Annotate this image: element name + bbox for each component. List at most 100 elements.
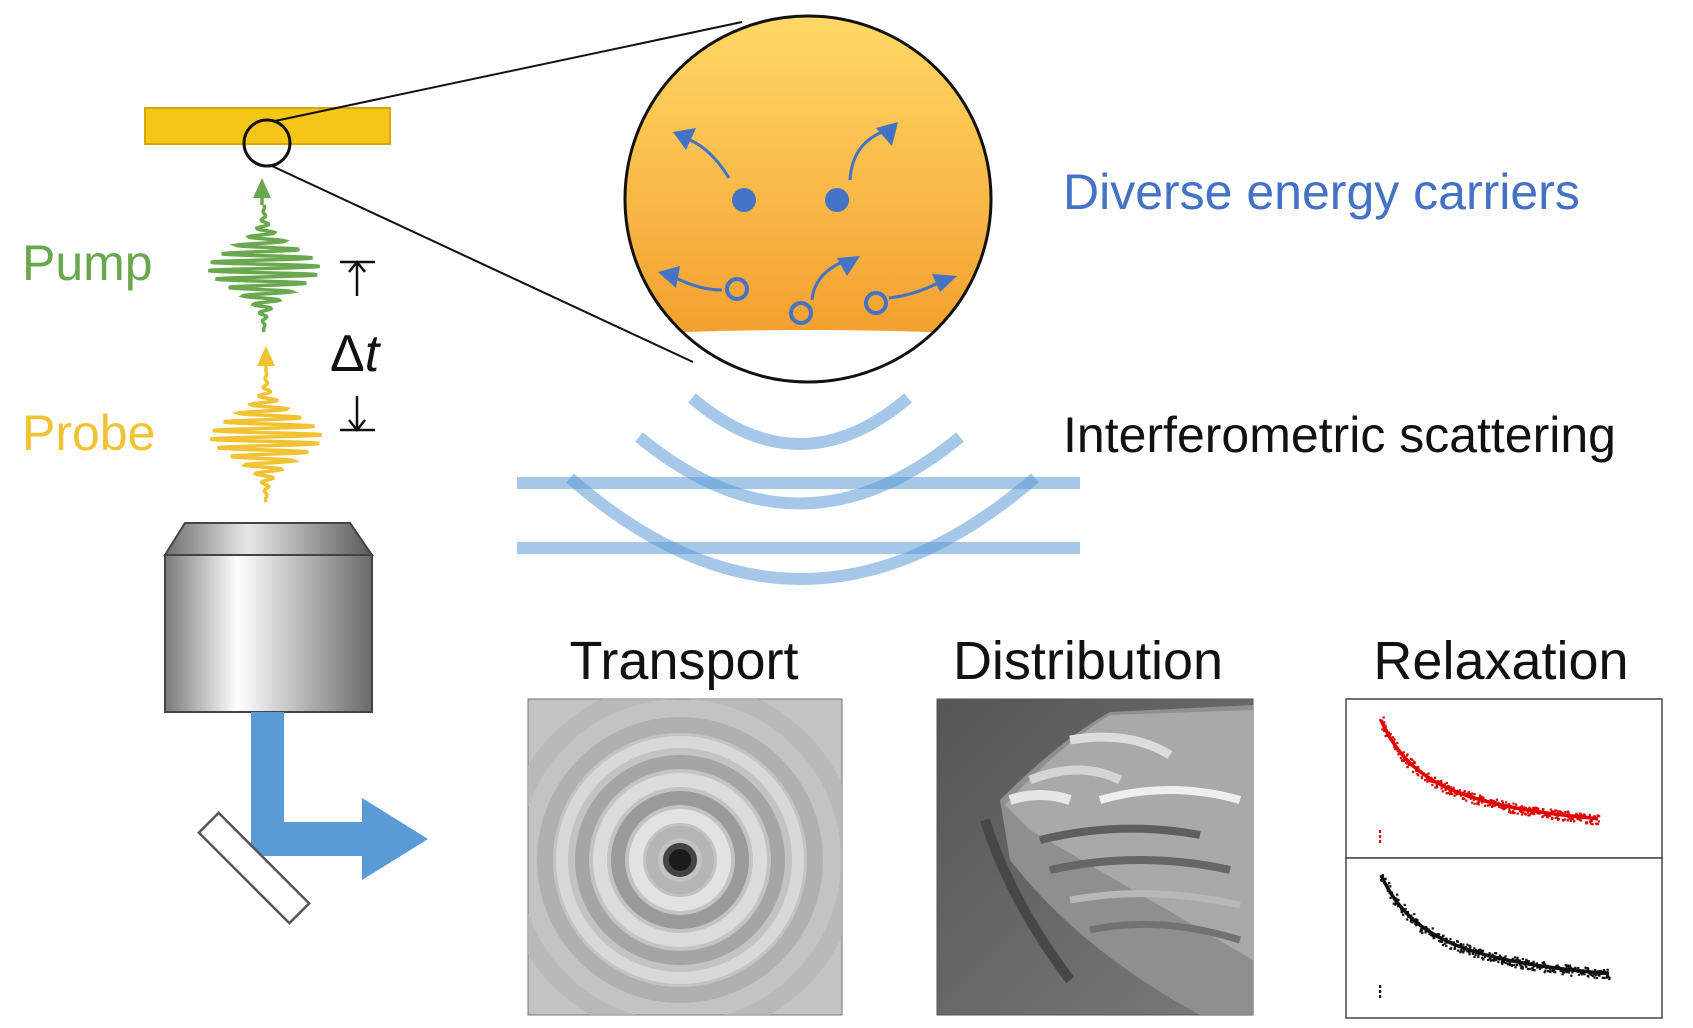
- scatter-point: [1512, 810, 1515, 813]
- scatter-point: [1567, 965, 1570, 968]
- objective-icon: [163, 522, 374, 713]
- scatter-point: [1457, 949, 1460, 952]
- scatter-point: [1493, 959, 1496, 962]
- scatter-point: [1508, 963, 1511, 967]
- scatter-point: [1528, 967, 1531, 970]
- scatter-point: [1472, 798, 1475, 801]
- scatter-point: [1431, 783, 1434, 787]
- scatter-point: [1489, 959, 1492, 962]
- scatter-point: [1417, 774, 1420, 777]
- scatter-point: [1460, 948, 1463, 952]
- scatter-point: [1591, 823, 1594, 826]
- scatter-point: [1508, 808, 1511, 811]
- scatter-point: [1489, 799, 1492, 802]
- scatter-point: [1495, 958, 1498, 961]
- scatter-point: [1544, 963, 1547, 966]
- scatter-point: [1392, 902, 1395, 905]
- scatter-point: [1525, 965, 1528, 969]
- scatter-point: [1449, 947, 1452, 950]
- scatter-point: [1406, 918, 1409, 921]
- scatter-point: [1389, 885, 1392, 888]
- scatter-point: [1380, 879, 1383, 882]
- scatter-point: [1462, 951, 1465, 954]
- scatter-point: [1402, 758, 1405, 761]
- scatter-point: [1482, 796, 1485, 799]
- electron-dot: [732, 188, 756, 212]
- scatter-point: [1577, 967, 1580, 970]
- scatter-point: [1533, 812, 1536, 816]
- scatter-point: [1406, 765, 1409, 768]
- scatter-point: [1417, 766, 1420, 769]
- iscat-label: Interferometric scattering: [1063, 407, 1616, 463]
- scatter-point: [1409, 757, 1412, 761]
- scatter-point: [1506, 962, 1509, 965]
- scatter-point: [1546, 970, 1550, 973]
- scatter-point: [1434, 786, 1437, 789]
- scatter-point: [1564, 811, 1567, 814]
- scatter-point: [1515, 964, 1519, 967]
- scatter-point: [1532, 960, 1535, 963]
- scatter-point: [1598, 969, 1601, 973]
- scatter-point: [1477, 803, 1480, 806]
- relaxation-black-fit: [1379, 874, 1610, 976]
- scatter-point: [1603, 976, 1606, 979]
- mirror-icon: [197, 811, 311, 925]
- zoom-spot: [242, 118, 292, 168]
- scatter-point: [1445, 781, 1448, 785]
- scatter-point: [1394, 748, 1397, 751]
- scatter-point: [1547, 814, 1550, 817]
- scatter-point: [1429, 933, 1432, 937]
- scatter-point: [1440, 781, 1443, 784]
- scatter-point: [1531, 969, 1534, 972]
- scatter-point: [1564, 818, 1567, 821]
- scatter-point: [1469, 945, 1472, 948]
- scatter-point: [1471, 952, 1474, 955]
- delay-symbol: Δ: [330, 325, 365, 383]
- scatter-point: [1597, 814, 1600, 818]
- scatter-point: [1453, 947, 1456, 950]
- scatter-point: [1453, 794, 1456, 797]
- scatter-point: [1452, 786, 1455, 789]
- scatter-point: [1606, 968, 1609, 971]
- hole-circle: [789, 301, 813, 325]
- scatter-point: [1590, 973, 1593, 976]
- scatter-point: [1402, 759, 1405, 762]
- scatter-point: [1513, 964, 1516, 967]
- carriers-label: Diverse energy carriers: [1063, 164, 1580, 220]
- scatter-point: [1413, 761, 1416, 764]
- carrier-arrowheads: [658, 122, 957, 292]
- scatter-point: [1384, 877, 1387, 880]
- scatter-point: [1533, 807, 1536, 810]
- scatter-point: [1430, 780, 1433, 783]
- scatter-point: [1595, 822, 1598, 825]
- scatter-point: [1608, 976, 1611, 979]
- scatter-point: [1443, 783, 1446, 786]
- scatter-point: [1421, 932, 1424, 935]
- scatter-point: [1569, 817, 1572, 820]
- scatter-point: [1467, 791, 1470, 795]
- scatter-point: [1533, 969, 1536, 972]
- scatter-point: [1415, 918, 1418, 921]
- scatter-point: [1565, 971, 1568, 974]
- scatter-point: [1428, 780, 1431, 783]
- scatter-point: [1396, 898, 1399, 901]
- scatter-point: [1484, 804, 1487, 807]
- scatter-point: [1593, 976, 1596, 979]
- scatter-point: [1596, 823, 1600, 826]
- scatter-point: [1381, 728, 1384, 731]
- scatter-point: [1459, 951, 1462, 954]
- scatter-point: [1522, 811, 1525, 814]
- scatter-point: [1412, 770, 1415, 773]
- scatter-point: [1406, 762, 1409, 765]
- scatter-point: [1578, 812, 1581, 815]
- scatter-point: [1440, 940, 1443, 944]
- scatter-point: [1511, 957, 1514, 960]
- scatter-point: [1463, 790, 1466, 793]
- scatter-point: [1557, 817, 1560, 821]
- scatter-point: [1579, 819, 1583, 822]
- scatter-point: [1424, 779, 1427, 782]
- scatter-point: [1510, 964, 1513, 968]
- scatter-point: [1459, 943, 1463, 946]
- output-beam: [251, 712, 428, 880]
- scattering-waves: [517, 393, 1080, 585]
